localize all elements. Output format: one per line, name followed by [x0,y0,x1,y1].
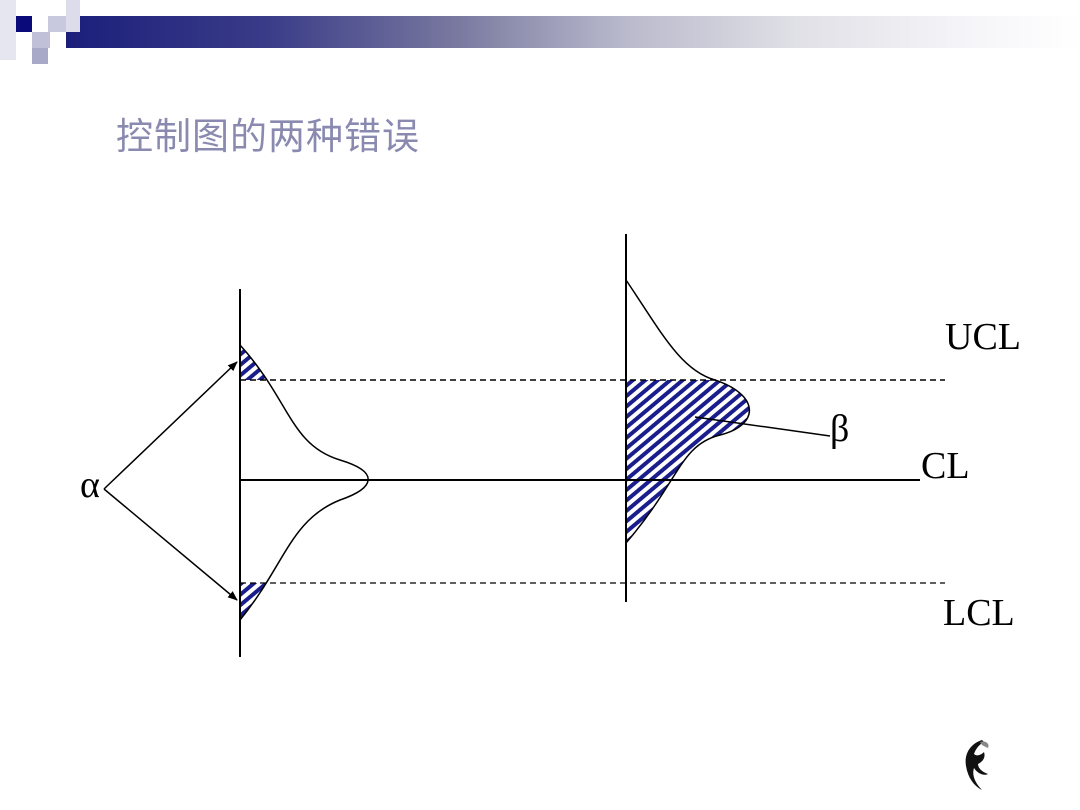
beta-pointer-line [694,416,831,437]
beta-label: β [830,408,850,450]
header-square-dark [16,16,32,32]
cl-label: CL [921,445,970,487]
slide-title: 控制图的两种错误 [116,115,420,158]
header-gradient-bar [66,16,1080,48]
swirl-logo-icon [965,740,989,790]
alpha-arrow-upper [103,361,238,490]
lcl-label: LCL [943,592,1015,634]
right-distribution [625,279,751,544]
header-square-light-2 [48,16,66,32]
header-square-mid-1 [32,32,50,48]
ucl-label: UCL [945,316,1021,358]
left-distribution [239,344,369,621]
header-square-light-1 [0,0,16,60]
alpha-arrow-lower [103,488,238,601]
header-square-mid-2 [32,48,48,64]
alpha-label: α [80,464,100,506]
header-square-light-3 [66,0,80,32]
